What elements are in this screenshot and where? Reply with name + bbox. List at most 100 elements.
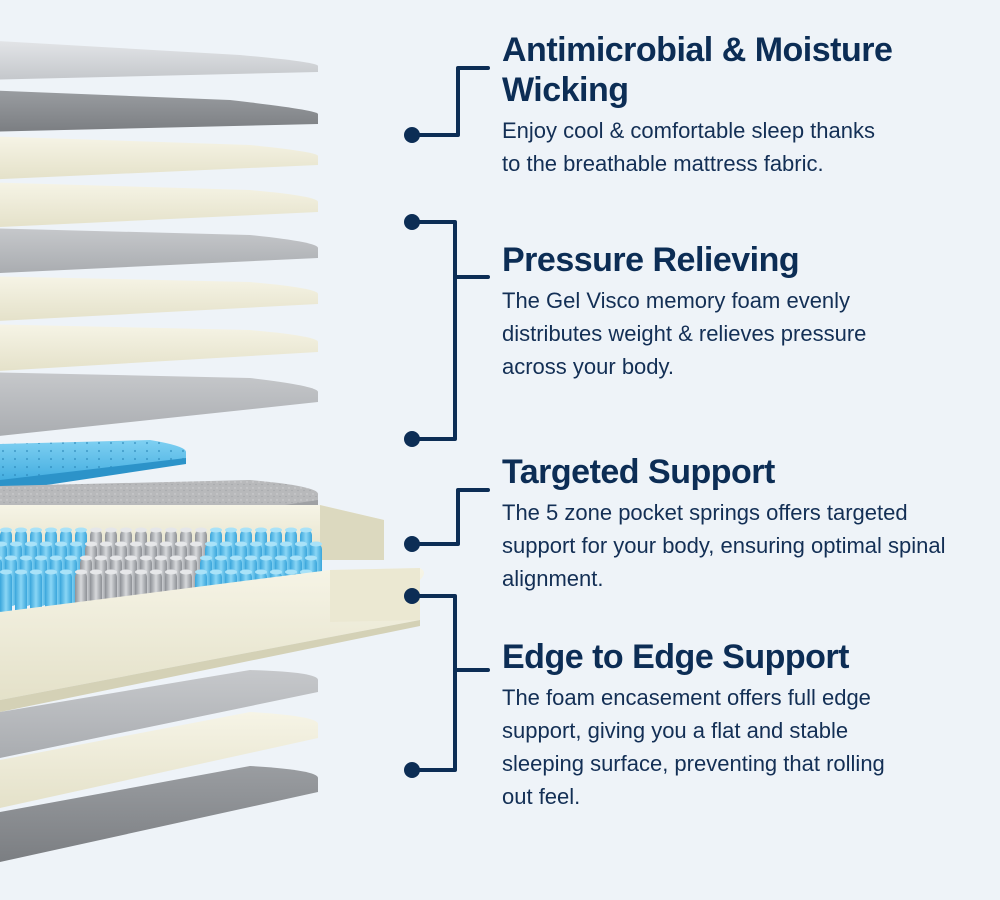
spring-top (15, 569, 27, 575)
feature-edge-support: Edge to Edge Support The foam encasement… (502, 637, 972, 813)
bracket-antimicrobial (410, 66, 490, 137)
spring-top (125, 555, 137, 561)
spring-top (0, 569, 12, 575)
connector-dot (404, 536, 420, 552)
spring-top (105, 527, 117, 533)
spring-top (130, 541, 142, 547)
spring-pocket (45, 572, 57, 616)
spring-top (225, 569, 237, 575)
spring-top (90, 527, 102, 533)
spring-top (180, 527, 192, 533)
spring-pocket (30, 572, 42, 616)
spring-top (75, 569, 87, 575)
spring-top (220, 541, 232, 547)
connector-dot (404, 762, 420, 778)
spring-pocket (15, 572, 27, 616)
spring-top (25, 541, 37, 547)
spring-top (15, 527, 27, 533)
spring-top (150, 527, 162, 533)
spring-top (120, 527, 132, 533)
fabric-layer (0, 372, 318, 436)
spring-top (160, 541, 172, 547)
spring-top (170, 555, 182, 561)
spring-top (80, 555, 92, 561)
feature-antimicrobial: Antimicrobial & Moisture Wicking Enjoy c… (502, 30, 972, 180)
spring-top (305, 555, 317, 561)
spring-top (60, 569, 72, 575)
spring-top (290, 555, 302, 561)
spring-top (45, 569, 57, 575)
spring-top (45, 527, 57, 533)
spring-top (115, 541, 127, 547)
spring-top (210, 569, 222, 575)
spring-top (270, 569, 282, 575)
spring-top (20, 555, 32, 561)
fabric-layer (0, 228, 318, 274)
spring-top (85, 541, 97, 547)
spring-top (50, 555, 62, 561)
feature-description: The 5 zone pocket springs offers targete… (502, 500, 946, 591)
spring-top (285, 527, 297, 533)
spring-top (120, 569, 132, 575)
spring-top (95, 555, 107, 561)
spring-top (255, 569, 267, 575)
spring-pocket (0, 572, 12, 616)
spring-top (90, 569, 102, 575)
spring-top (135, 527, 147, 533)
spring-top (75, 527, 87, 533)
spring-top (280, 541, 292, 547)
feature-description: The Gel Visco memory foam evenly distrib… (502, 288, 867, 379)
feature-description: Enjoy cool & comfortable sleep thanks to… (502, 118, 875, 176)
feature-title: Targeted Support (502, 453, 775, 491)
bracket-targeted-support (410, 488, 490, 546)
spring-top (65, 555, 77, 561)
spring-top (240, 569, 252, 575)
spring-top (55, 541, 67, 547)
spring-top (250, 541, 262, 547)
comfort-foam-layer (0, 324, 318, 371)
spring-top (285, 569, 297, 575)
spring-top (0, 541, 7, 547)
spring-top (310, 541, 322, 547)
spring-top (135, 569, 147, 575)
spring-top (205, 541, 217, 547)
spring-top (195, 569, 207, 575)
spring-top (165, 569, 177, 575)
spring-top (60, 527, 72, 533)
spring-top (70, 541, 82, 547)
spring-top (270, 527, 282, 533)
connector-dot (404, 588, 420, 604)
dark-fabric-layer (0, 90, 318, 132)
comfort-foam-layer (0, 182, 318, 228)
spring-top (30, 527, 42, 533)
feature-description: The foam encasement offers full edge sup… (502, 685, 885, 809)
comfort-foam-layer (0, 276, 318, 321)
feature-targeted-support: Targeted Support The 5 zone pocket sprin… (502, 452, 972, 595)
spring-top (245, 555, 257, 561)
spring-top (200, 555, 212, 561)
spring-top (175, 541, 187, 547)
base-fabric-layer (0, 670, 318, 758)
spring-top (0, 556, 2, 560)
spring-top (275, 555, 287, 561)
spring-top (0, 527, 12, 533)
spring-top (240, 527, 252, 533)
base-foam-layer (0, 712, 318, 808)
spring-top (140, 555, 152, 561)
fabric-layer (0, 41, 318, 80)
spring-top (300, 527, 312, 533)
spring-top (110, 555, 122, 561)
feature-title: Pressure Relieving (502, 241, 800, 279)
spring-top (195, 527, 207, 533)
spring-top (265, 541, 277, 547)
connector-lines (410, 66, 490, 772)
spring-top (30, 569, 42, 575)
spring-top (230, 555, 242, 561)
spring-top (185, 555, 197, 561)
spring-top (150, 569, 162, 575)
spring-top (180, 569, 192, 575)
feature-title: Edge to Edge Support (502, 638, 849, 676)
base-dark-layer (0, 766, 318, 862)
spring-top (10, 541, 22, 547)
spring-top (295, 541, 307, 547)
